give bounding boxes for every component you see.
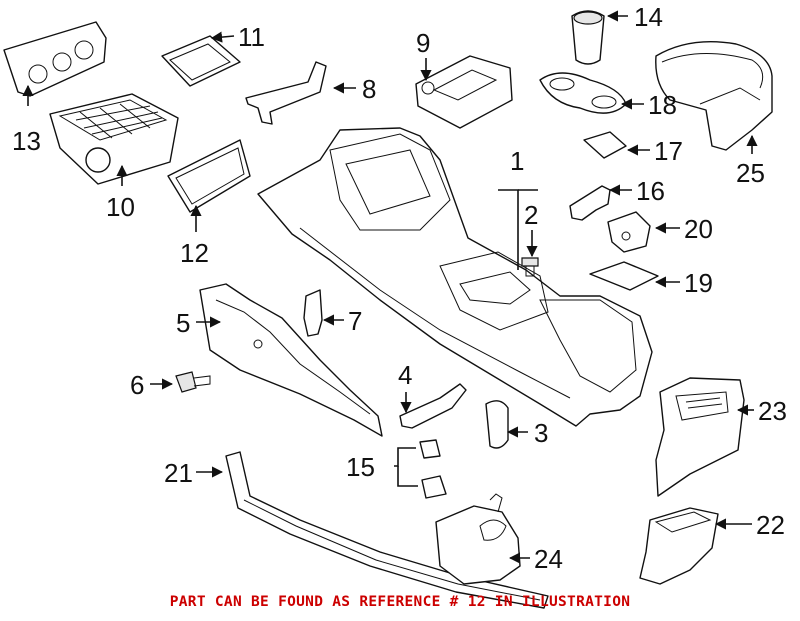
part-2-screw [521,257,539,277]
leader-lines [22,10,758,564]
callout-25: 25 [736,158,765,188]
callout-14: 14 [634,2,663,32]
callout-23: 23 [758,396,787,426]
callout-11: 11 [238,22,265,52]
part-16-bracket [569,185,611,221]
part-23-rear-vent [655,377,745,497]
reference-caption: PART CAN BE FOUND AS REFERENCE # 12 IN I… [169,594,631,610]
callout-2: 2 [524,200,538,230]
callout-4: 4 [398,360,412,390]
part-10-storage-compartment [49,93,179,185]
callout-16: 16 [636,176,665,206]
part-3-cap [485,400,509,449]
callout-9: 9 [416,28,430,58]
callout-3: 3 [534,418,548,448]
part-17-clip [583,131,627,159]
callout-24: 24 [534,544,563,574]
part-13-switch-panel [3,21,107,97]
part-12-bezel-panel [167,139,251,213]
callout-13: 13 [12,126,41,156]
callout-15: 15 [346,452,375,482]
part-19-pad [589,261,659,291]
callout-7: 7 [348,306,362,336]
callout-22: 22 [756,510,785,540]
part-5-side-panel [199,283,383,437]
part-22-lower-bezel [639,507,719,585]
part-21-air-duct [225,451,549,609]
part-11-storage-tray [161,35,241,87]
part-18-cupholder-mat [539,72,627,114]
callout-12: 12 [180,238,209,268]
callout-1: 1 [510,146,524,176]
callout-numbers: 1 2 3 4 5 6 7 8 9 10 11 12 13 14 15 16 1… [12,2,787,574]
part-4-bracket [399,383,467,429]
part-25-armrest [655,41,773,151]
callout-5: 5 [176,308,190,338]
part-15-clips [419,439,447,499]
callout-21: 21 [164,458,193,488]
part-6-bolt [175,371,211,393]
callout-10: 10 [106,192,135,222]
callout-17: 17 [654,136,683,166]
part-14-cup-insert [571,10,605,65]
callout-18: 18 [648,90,677,120]
callout-19: 19 [684,268,713,298]
callout-8: 8 [362,74,376,104]
part-9-shifter-bezel [415,55,513,129]
part-1-center-console [257,127,653,427]
callout-20: 20 [684,214,713,244]
part-7-retainer [303,289,323,337]
part-20-mount-bracket [607,211,651,253]
callout-6: 6 [130,370,144,400]
part-24-shifter-assembly [435,493,521,585]
part-8-trim-strip [245,61,327,125]
